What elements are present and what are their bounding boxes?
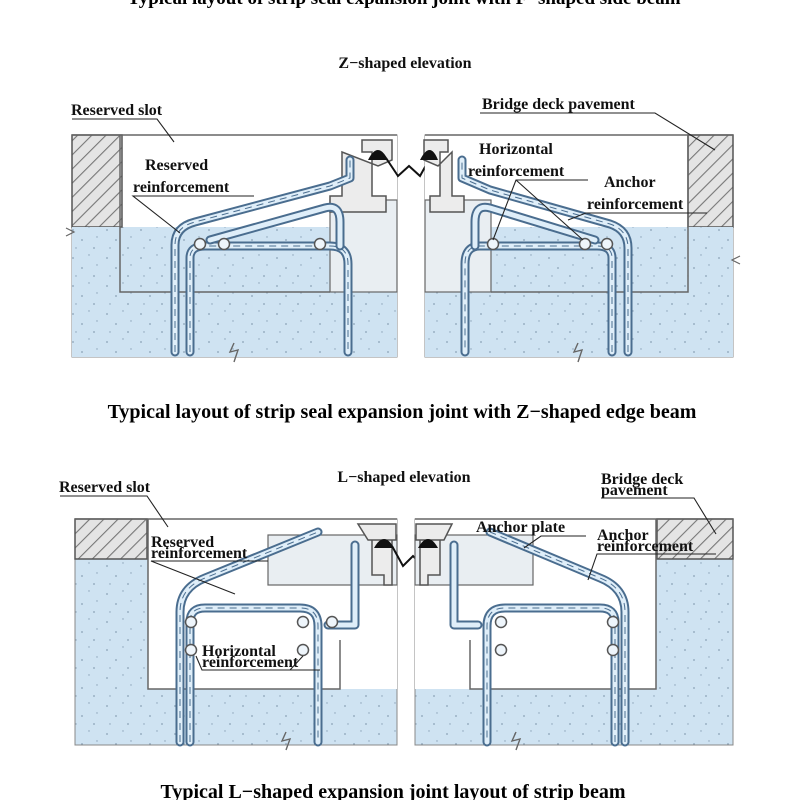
z-label-bridge-deck-pavement: Bridge deck pavement — [482, 96, 636, 113]
z-strip-seal — [385, 157, 431, 178]
l-left-block — [74, 518, 398, 751]
l-leader-horizontal-reinf-a — [195, 655, 320, 671]
z-left-pavement — [71, 134, 123, 228]
panel-z-shaped: Z−shaped elevation — [65, 55, 741, 423]
z-right-block — [420, 134, 741, 363]
z-label-anchor-reinf-1: Anchor — [604, 174, 656, 191]
z-left-rebar — [170, 155, 355, 357]
z-right-rebar — [457, 155, 633, 357]
l-leader-bridge-deck — [601, 497, 717, 535]
l-label-horizontal-reinf-2: reinforcement — [202, 654, 299, 671]
panel-l-shaped: L−shaped elevation — [59, 469, 734, 800]
l-label-anchor-reinf-1: Anchor — [597, 527, 649, 544]
z-left-block — [65, 134, 398, 363]
l-elevation-title: L−shaped elevation — [337, 469, 470, 486]
l-label-reserved-reinf-1: Reserved — [151, 534, 214, 551]
l-label-bridge-deck-2: pavement — [601, 482, 668, 499]
z-leader-anchor-reinf — [567, 212, 707, 221]
l-left-rebar — [175, 527, 360, 747]
z-label-anchor-reinf-2: reinforcement — [587, 196, 684, 213]
z-leader-bridge-deck-pavement — [480, 112, 716, 151]
z-caption: Typical layout of strip seal expansion j… — [108, 401, 697, 423]
z-right-pavement — [687, 134, 734, 228]
l-right-rebar — [449, 527, 630, 747]
l-label-reserved-reinf-2: reinforcement — [151, 545, 248, 562]
l-leader-horizontal-reinf-b — [289, 655, 304, 671]
l-right-block — [414, 518, 734, 751]
z-label-reserved-reinf-2: reinforcement — [133, 179, 230, 196]
z-elevation-title: Z−shaped elevation — [338, 55, 471, 72]
l-leader-reserved-slot — [60, 495, 169, 528]
l-leader-anchor-plate — [523, 535, 586, 549]
z-leader-reserved-reinf — [131, 195, 254, 234]
l-label-reserved-slot: Reserved slot — [59, 479, 151, 496]
l-leader-anchor-reinf — [587, 553, 716, 581]
z-leader-reserved-slot — [72, 118, 175, 143]
l-left-pavement — [74, 518, 148, 560]
z-leader-horizontal-reinf-b — [515, 179, 584, 241]
l-leader-reserved-reinf — [150, 560, 268, 595]
z-label-reserved-reinf-1: Reserved — [145, 157, 208, 174]
l-label-bridge-deck-1: Bridge deck — [601, 471, 683, 488]
z-label-horizontal-reinf-2: reinforcement — [468, 163, 565, 180]
l-label-anchor-reinf-2: reinforcement — [597, 538, 694, 555]
l-label-anchor-plate: Anchor plate — [476, 519, 565, 536]
l-label-horizontal-reinf-1: Horizontal — [202, 643, 276, 660]
z-label-reserved-slot: Reserved slot — [71, 102, 163, 119]
l-caption: Typical L−shaped expansion joint layout … — [161, 781, 626, 800]
z-label-horizontal-reinf-1: Horizontal — [479, 141, 553, 158]
top-cut-title: Typical layout of strip seal expansion j… — [127, 0, 680, 9]
